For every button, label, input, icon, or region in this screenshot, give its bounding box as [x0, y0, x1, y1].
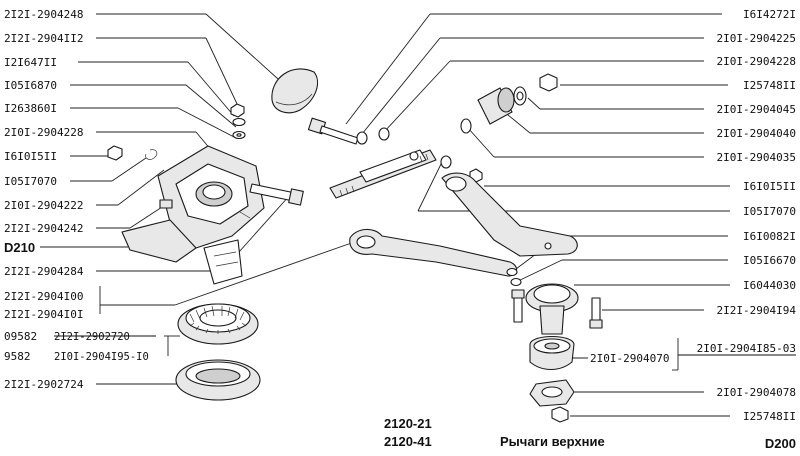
label-1610151: I6I0I5II: [4, 150, 57, 163]
label-2121-2904112: 2I2I-2904II2: [4, 32, 83, 45]
label-2121-2904101: 2I2I-2904I0I: [4, 308, 83, 321]
labels-left: 2I2I-2904248 2I2I-2904II2 I2I647II I05I6…: [4, 8, 156, 391]
label-2101-2904070: 2I0I-2904070: [590, 352, 669, 365]
label-2101-2904195-10: 2I0I-2904I95-I0: [54, 351, 149, 363]
labels-right: I6I4272I 2I0I-2904225 2I0I-2904228 I2574…: [590, 8, 796, 423]
label-2101-2904078: 2I0I-2904078: [717, 386, 796, 399]
label-d210: D210: [4, 240, 35, 255]
protective-cap-part: [271, 68, 318, 114]
bracket-body-part: [121, 145, 265, 285]
label-1051707-r: I05I7070: [743, 205, 796, 218]
label-2121-2904284: 2I2I-2904284: [4, 265, 84, 278]
upper-arm-right-part: [441, 172, 578, 257]
ball-joint-part: [525, 283, 579, 371]
label-1051687: I05I6870: [4, 79, 57, 92]
label-9582: 9582: [4, 350, 31, 363]
label-2121-2904194: 2I2I-2904I94: [717, 304, 797, 317]
model-code-2: 2120-41: [384, 434, 432, 449]
arm-shaft-part: [329, 149, 437, 199]
label-1216471: I2I647II: [4, 56, 57, 69]
label-1263860: I263860I: [4, 102, 57, 115]
label-2121-2904248: 2I2I-2904248: [4, 8, 83, 21]
label-1257481-r: I25748II: [743, 410, 796, 423]
label-2121-2904242: 2I2I-2904242: [4, 222, 83, 235]
arm-nuts: [506, 267, 522, 287]
bushing-part: [460, 73, 558, 134]
label-09582: 09582: [4, 330, 37, 343]
label-1051667: I05I6670: [743, 254, 796, 267]
label-2101-2904228: 2I0I-2904228: [4, 126, 83, 139]
label-2101-2904035: 2I0I-2904035: [717, 151, 796, 164]
label-1604403: I6044030: [743, 279, 796, 292]
label-2121-2902720: 2I2I-2902720: [54, 331, 130, 343]
long-bolt-part: [249, 183, 304, 206]
label-1610082: I6I0082I: [743, 230, 796, 243]
footer: 2120-21 2120-41 Рычаги верхние D200: [384, 416, 796, 451]
ball-joint-bolts: [511, 289, 603, 329]
model-code-1: 2120-21: [384, 416, 432, 431]
label-1051707: I05I7070: [4, 175, 57, 188]
label-1614272: I6I4272I: [743, 8, 796, 21]
insulator-ring-part: [175, 359, 261, 401]
label-2121-2902724: 2I2I-2902724: [4, 378, 84, 391]
label-2101-2904040: 2I0I-2904040: [717, 127, 796, 140]
boot-part: [529, 379, 575, 423]
spring-seat-part: [177, 303, 259, 345]
label-2121-2904100: 2I2I-2904I00: [4, 290, 83, 303]
diagram-title: Рычаги верхние: [500, 434, 605, 449]
label-2101-2904222: 2I0I-2904222: [4, 199, 83, 212]
label-1610151-r: I6I0I5II: [743, 180, 796, 193]
label-1257481: I25748II: [743, 79, 796, 92]
label-2101-2904045: 2I0I-2904045: [717, 103, 796, 116]
label-2101-2904185-03: 2I0I-2904I85-03: [697, 342, 796, 355]
label-2101-2904228-r: 2I0I-2904228: [717, 55, 796, 68]
page-code: D200: [765, 436, 796, 451]
bolt-part: [307, 117, 359, 145]
label-2101-2904225: 2I0I-2904225: [717, 32, 796, 45]
